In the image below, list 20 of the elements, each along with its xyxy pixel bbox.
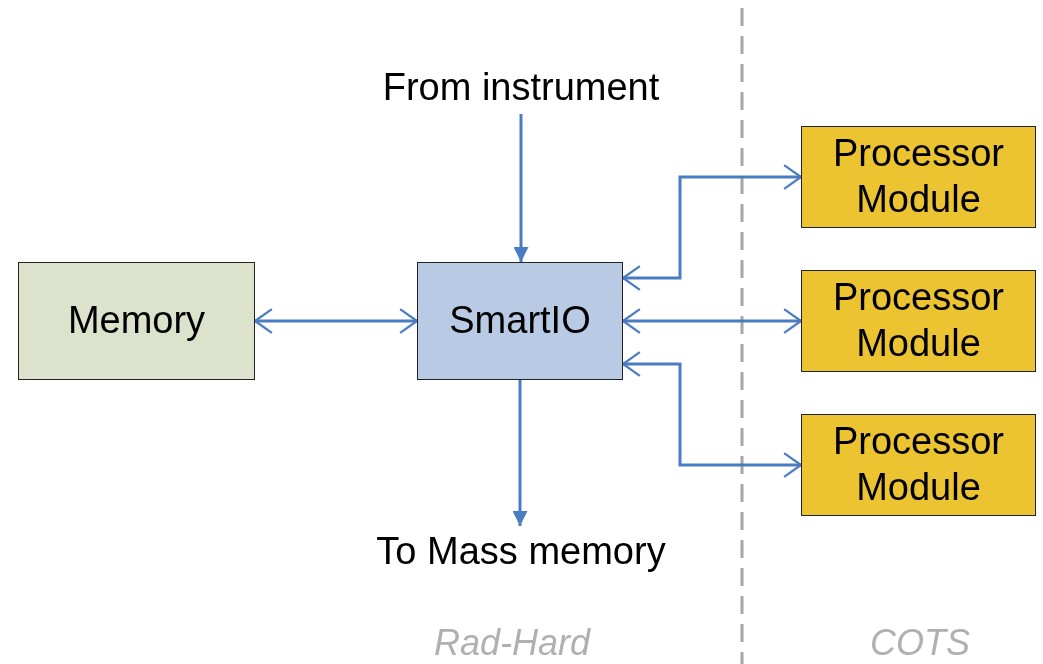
region-label: Rad-Hard (433, 622, 591, 664)
flow-label: From instrument (382, 65, 660, 111)
box-label: Processor Module (831, 419, 1006, 510)
arrow (512, 380, 528, 526)
module-box (801, 270, 1036, 372)
region-label: COTS (870, 622, 970, 664)
arrow (253, 308, 419, 334)
box-label: Processor Module (831, 275, 1006, 366)
arrow (513, 114, 529, 262)
flow-label: To Mass memory (376, 529, 666, 575)
process-box (417, 262, 623, 380)
box-label: Memory (67, 298, 206, 344)
arrow (621, 164, 803, 291)
arrow (621, 351, 803, 478)
module-box (801, 126, 1036, 228)
box-label: SmartIO (449, 298, 591, 344)
box-label: Processor Module (831, 131, 1006, 222)
arrow (621, 308, 803, 334)
memory-box (18, 262, 255, 380)
module-box (801, 414, 1036, 516)
